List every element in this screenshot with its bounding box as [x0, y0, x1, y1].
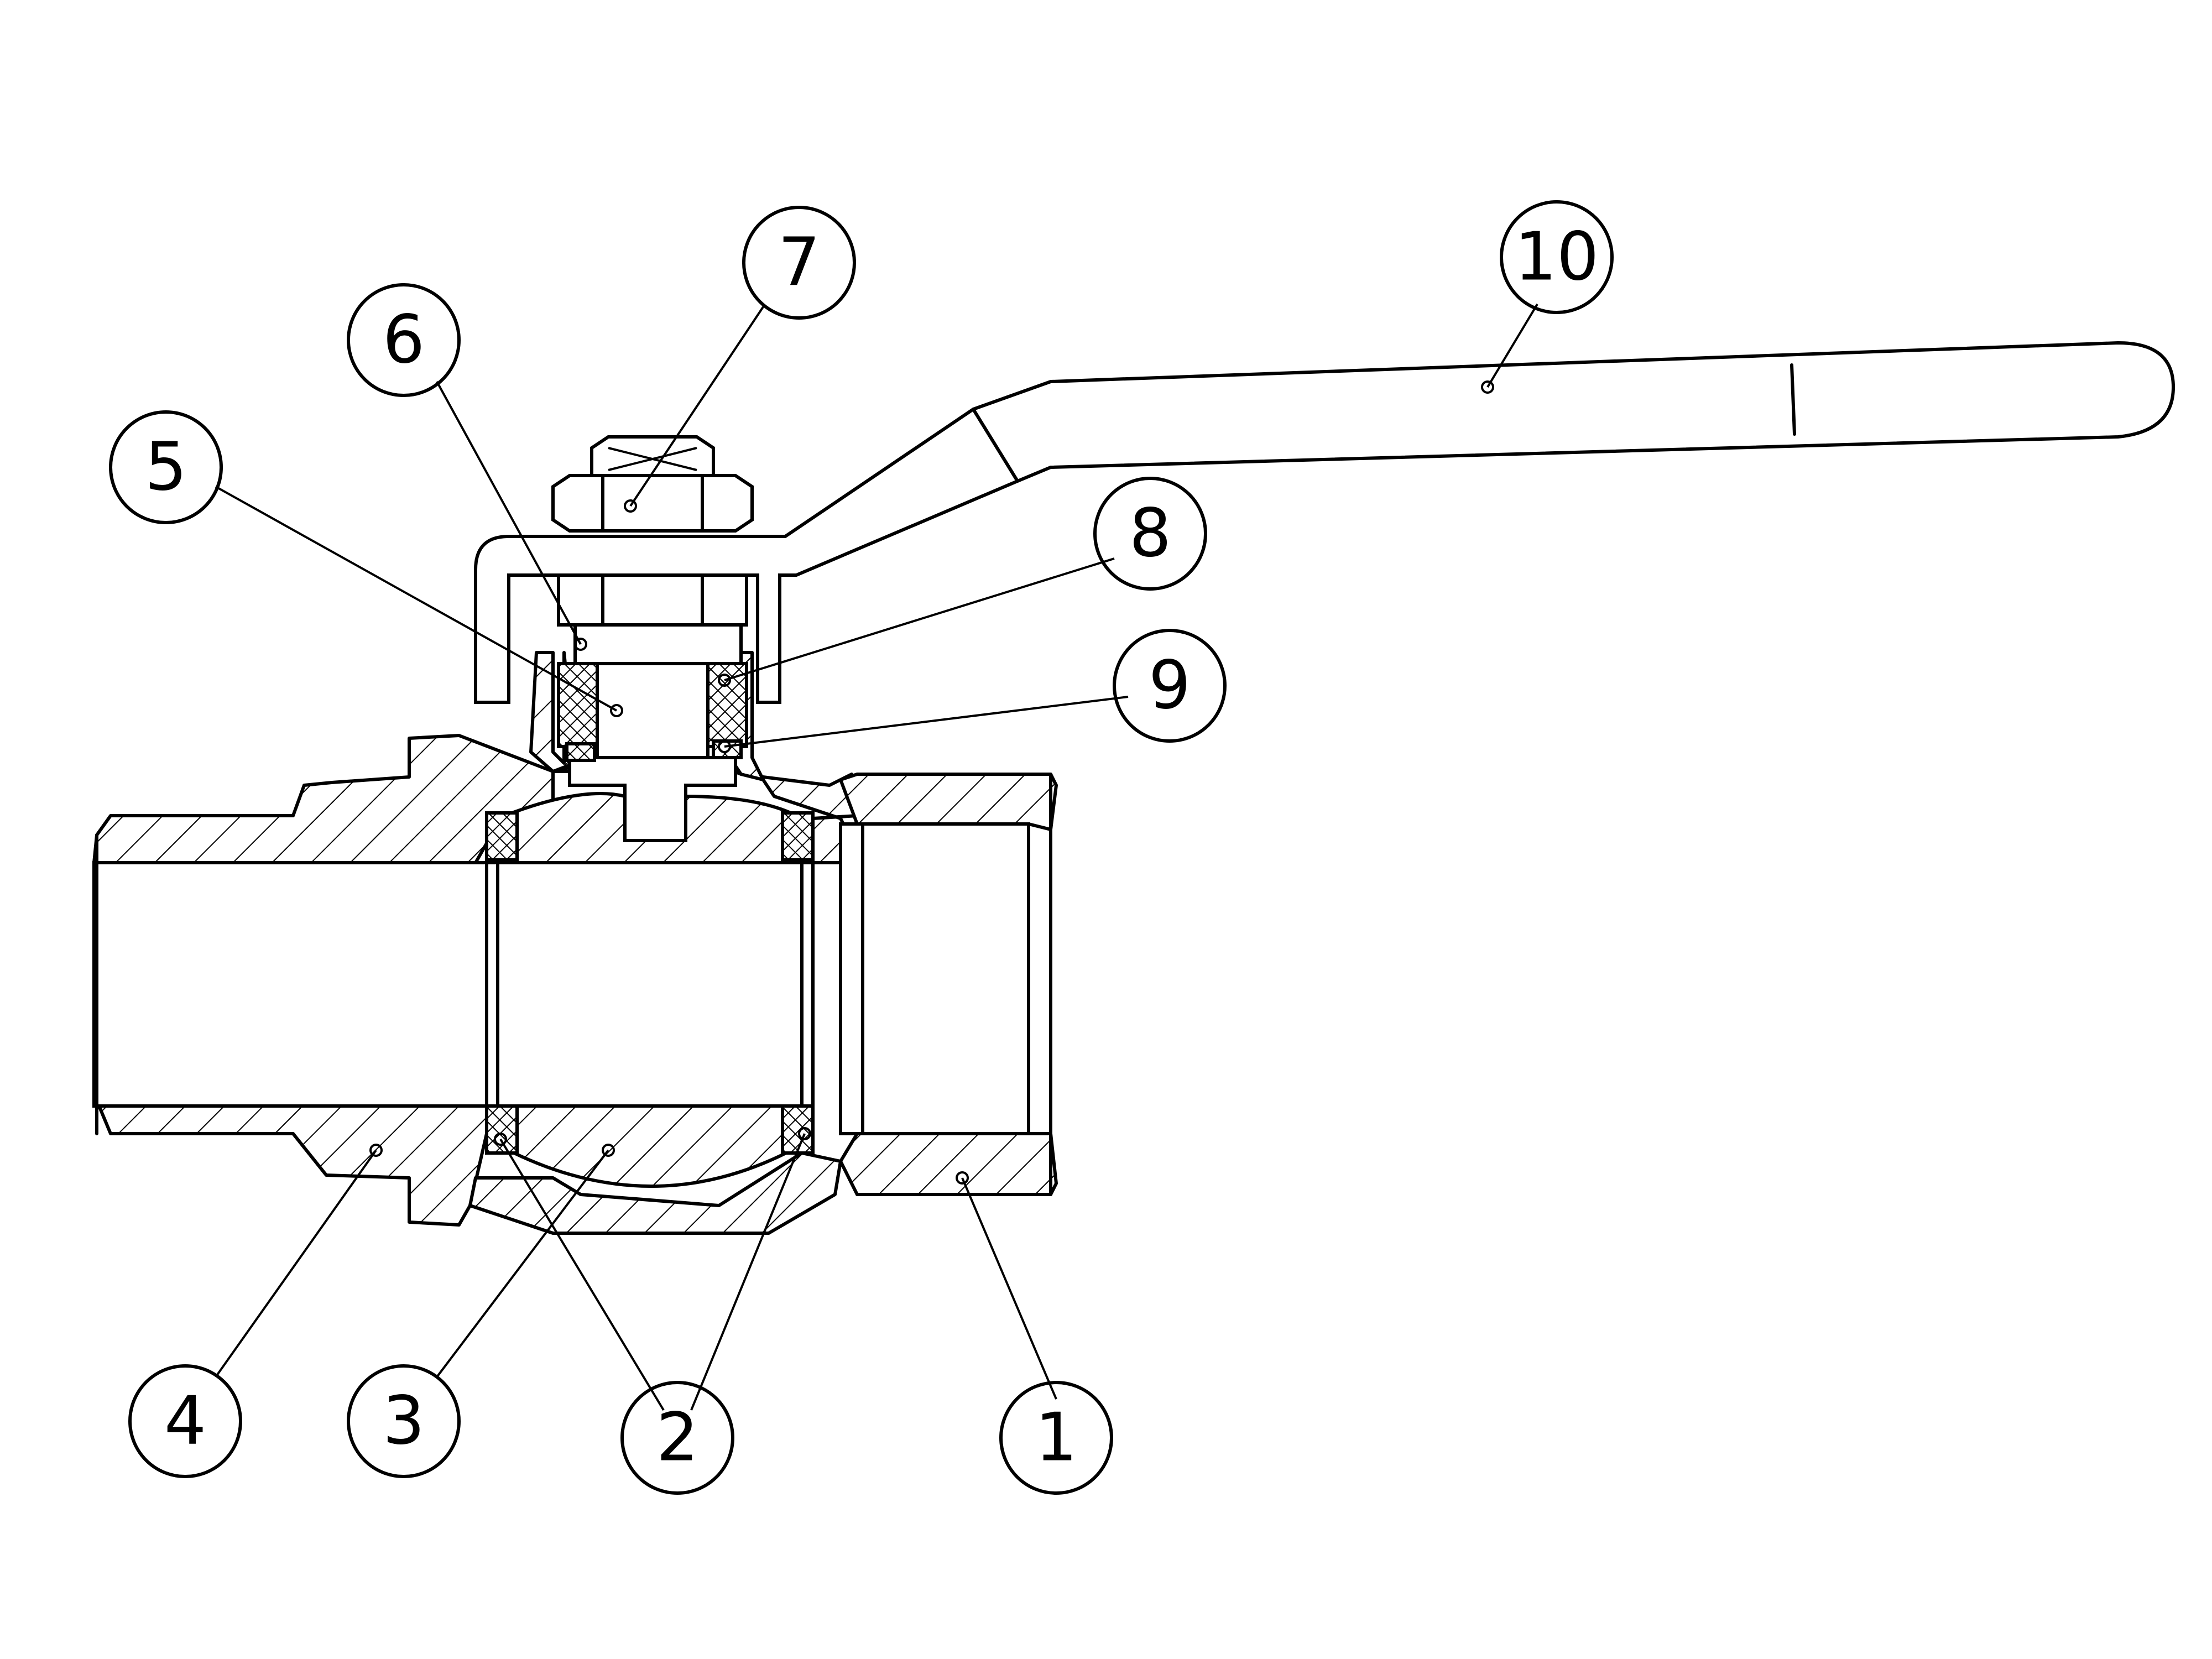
part-5-stem — [568, 662, 737, 842]
part-9-o-ring — [565, 739, 743, 762]
svg-text:3: 3 — [383, 1383, 425, 1460]
callout-8: 8 — [1093, 477, 1207, 591]
part-6-gland-nut — [557, 568, 748, 665]
callout-9: 9 — [1113, 629, 1227, 743]
svg-text:5: 5 — [145, 429, 187, 506]
male-end-bore — [92, 861, 488, 1108]
leader-lines — [215, 303, 1538, 1411]
callout-3: 3 — [347, 1364, 461, 1478]
callout-1: 1 — [999, 1381, 1113, 1495]
svg-text:1: 1 — [1035, 1400, 1077, 1477]
part-3-ball — [485, 792, 815, 1188]
svg-text:9: 9 — [1149, 648, 1191, 724]
part-4-male-end — [92, 734, 555, 1227]
callout-5: 5 — [109, 410, 223, 524]
callout-2: 2 — [620, 1381, 734, 1495]
svg-text:7: 7 — [778, 225, 820, 301]
callout-4: 4 — [128, 1364, 242, 1478]
part-7-handle-nut — [551, 435, 754, 533]
female-end-bore — [839, 822, 1030, 1135]
svg-text:2: 2 — [656, 1400, 698, 1477]
svg-text:8: 8 — [1129, 495, 1171, 572]
callout-7: 7 — [742, 206, 856, 320]
svg-text:10: 10 — [1515, 219, 1599, 296]
part-10-lever-handle — [474, 341, 2176, 704]
callout-6: 6 — [347, 283, 461, 397]
part-1-body — [468, 750, 1058, 1235]
callout-10: 10 — [1500, 200, 1614, 314]
svg-text:4: 4 — [164, 1383, 206, 1460]
part-8-packing — [557, 662, 748, 748]
svg-text:6: 6 — [383, 302, 425, 379]
leader-dots — [369, 380, 1494, 1185]
ball-bore — [485, 861, 815, 1108]
